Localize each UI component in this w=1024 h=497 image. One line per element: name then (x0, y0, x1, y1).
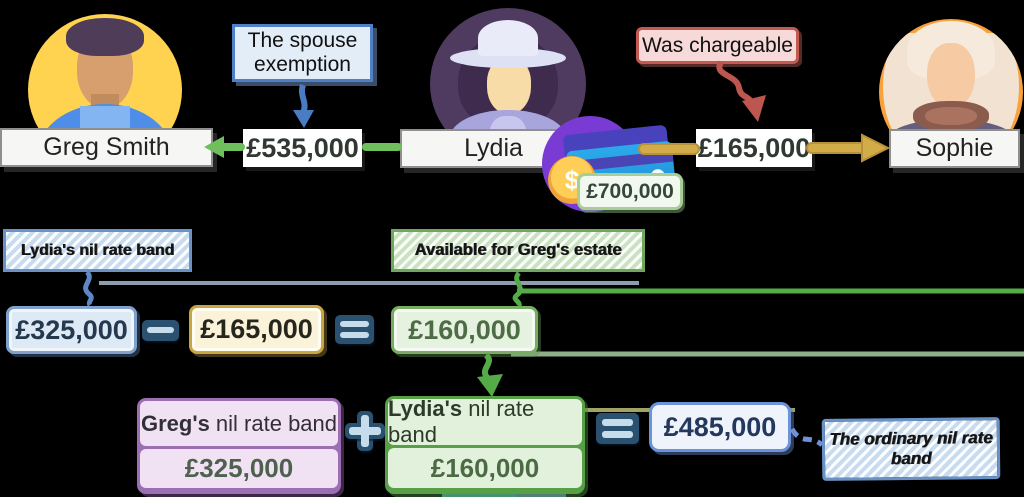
total-nil-rate-band-chip: £485,000 (649, 402, 791, 452)
sophie-name-label: Sophie (915, 134, 994, 162)
available-label-text: Available for Greg's estate (414, 241, 622, 259)
equals-operator-icon (335, 315, 374, 344)
equals-operator-icon (596, 413, 639, 444)
sophie-face (927, 43, 975, 109)
subtrahend-value: £165,000 (200, 314, 313, 344)
greg-hair (66, 18, 144, 56)
equals-bar (602, 431, 633, 438)
lydias-nrb-title-bold: Lydia's (388, 396, 463, 421)
sophie-scarf-inner (925, 107, 977, 125)
lydia-nil-rate-band-label: Lydia's nil rate band (3, 229, 192, 272)
lydia-nrb-connector (83, 270, 94, 307)
minuend-value: £325,000 (15, 314, 128, 345)
ordinary-nil-rate-band-label: The ordinary nil rate band (821, 417, 1001, 481)
was-chargeable-text: Was chargeable (642, 33, 793, 57)
chargeable-arrowhead (742, 95, 766, 122)
equals-bar (340, 321, 369, 327)
lydias-nrb-title-rest: nil rate band (388, 396, 535, 447)
lydias-nrb-title: Lydia's nil rate band (388, 396, 582, 447)
plus-operator-icon (345, 411, 385, 451)
minus-operator-icon (142, 320, 179, 341)
result-arrowhead (477, 374, 503, 397)
amount-to-greg: £535,000 (243, 129, 362, 167)
gregs-nrb-value: £325,000 (140, 449, 338, 488)
spouse-arrowhead (293, 110, 314, 128)
spouse-arrow-shaft (299, 83, 308, 115)
lydia-estate-value: £700,000 (586, 179, 674, 203)
was-chargeable-callout: Was chargeable (636, 27, 799, 64)
lydia-name-label: Lydia (464, 134, 523, 162)
available-for-gregs-estate-label: Available for Greg's estate (391, 229, 645, 272)
equals-chip (335, 315, 374, 344)
lydia-nrb-amount-chip: £325,000 (6, 306, 137, 354)
spouse-exemption-text: The spouse exemption (247, 29, 358, 76)
minus-bar (147, 327, 174, 333)
chargeable-arrow-shaft (716, 60, 755, 105)
available-connector (512, 271, 523, 307)
result-arrow-shaft (481, 352, 492, 382)
lydias-nrb-value: £160,000 (388, 448, 582, 488)
lydia-hat (478, 20, 538, 56)
gregs-nrb-title-bold: Greg's (140, 410, 210, 436)
dollar-symbol: $ (564, 164, 580, 195)
gregs-nil-rate-band-box: Greg's nil rate band £325,000 (137, 398, 341, 494)
spouse-exemption-callout: The spouse exemption (232, 24, 373, 82)
lydias-nrb-amount: £160,000 (430, 452, 540, 483)
ordinary-connector (789, 427, 824, 447)
plus-bar (349, 427, 381, 435)
available-amount-chip: £160,000 (391, 306, 538, 354)
result-value: £160,000 (408, 314, 521, 345)
lydia-estate-value-badge: £700,000 (577, 173, 683, 210)
chargeable-amount-chip: £165,000 (189, 305, 324, 354)
lydias-nil-rate-band-box: Lydia's nil rate band £160,000 (385, 396, 585, 494)
amount-to-sophie: £165,000 (696, 129, 812, 167)
equals-bar (602, 419, 633, 426)
total-value: £485,000 (663, 411, 777, 442)
gregs-nrb-amount: £325,000 (184, 453, 294, 483)
lydia-nrb-label-text: Lydia's nil rate band (20, 241, 175, 259)
gregs-nrb-title: Greg's nil rate band (140, 401, 338, 446)
ordinary-label-text: The ordinary nil rate band (829, 427, 993, 469)
greg-name-plate: Greg Smith (0, 128, 213, 167)
gregs-nrb-title-rest: nil rate band (209, 410, 338, 436)
equals-bar (340, 332, 369, 338)
greg-name-label: Greg Smith (43, 133, 170, 161)
amount-to-sophie-label: £165,000 (697, 132, 811, 163)
equals-chip (596, 413, 639, 444)
sophie-name-plate: Sophie (889, 129, 1020, 168)
amount-to-greg-label: £535,000 (246, 132, 359, 163)
